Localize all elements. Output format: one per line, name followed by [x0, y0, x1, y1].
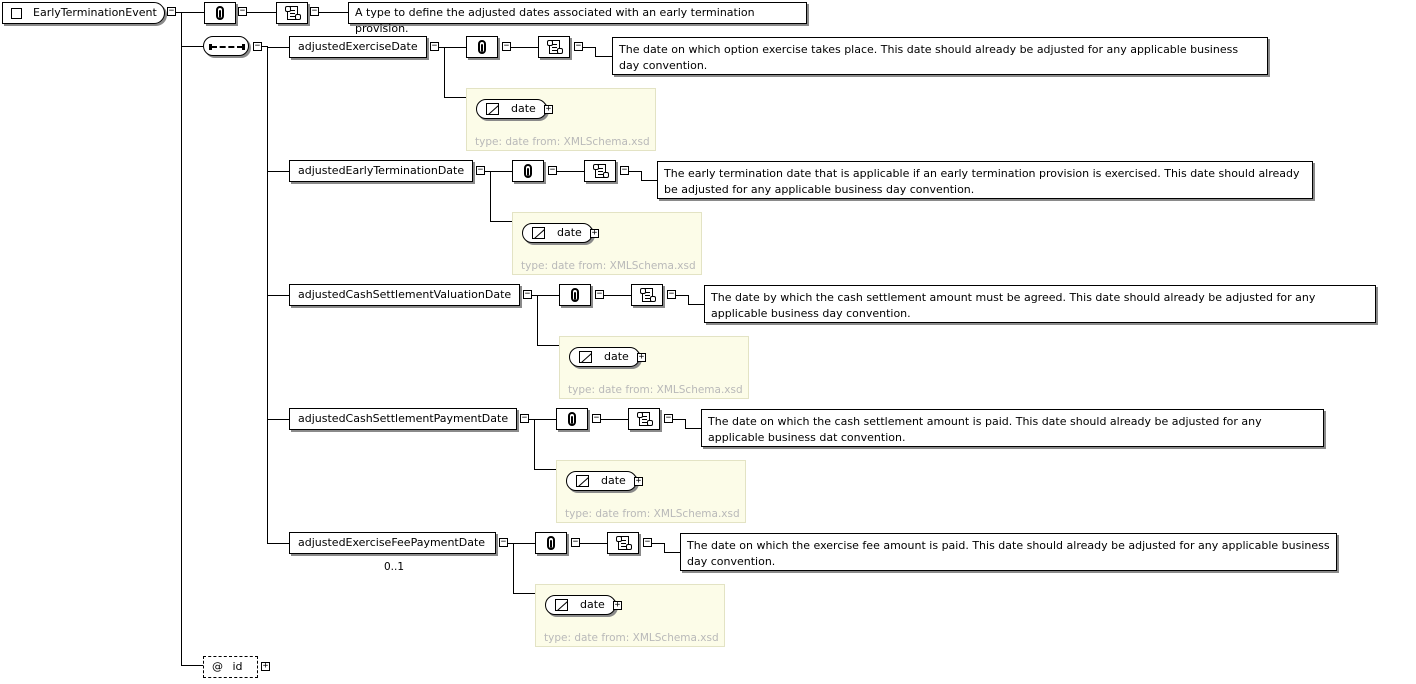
- paperclip-icon: [547, 536, 555, 550]
- annotation-toggle[interactable]: −: [571, 537, 580, 547]
- documentation-scroll-icon: [616, 536, 632, 550]
- root-element-label: EarlyTerminationEvent: [33, 6, 157, 19]
- type-pill[interactable]: date: [476, 99, 547, 119]
- element-documentation-text: The date on which the cash settlement am…: [701, 409, 1324, 447]
- type-expand-toggle[interactable]: +: [613, 600, 622, 610]
- documentation-scroll-icon: [285, 6, 301, 20]
- documentation-toggle[interactable]: −: [574, 41, 583, 51]
- attribute-expand-toggle[interactable]: +: [261, 661, 270, 671]
- root-documentation-box[interactable]: [276, 2, 308, 24]
- documentation-box[interactable]: [631, 284, 663, 306]
- type-name: date: [580, 598, 605, 611]
- documentation-toggle[interactable]: −: [620, 165, 629, 175]
- paperclip-icon: [216, 6, 224, 20]
- documentation-box[interactable]: [584, 160, 616, 182]
- root-element-EarlyTerminationEvent[interactable]: EarlyTerminationEvent: [2, 2, 165, 24]
- type-name: date: [511, 102, 536, 115]
- type-expand-toggle[interactable]: +: [590, 228, 599, 238]
- element-collapse-toggle[interactable]: −: [523, 289, 532, 299]
- documentation-box[interactable]: [538, 36, 570, 58]
- element-collapse-toggle[interactable]: −: [499, 537, 508, 547]
- element-documentation-text: The date on which the exercise fee amoun…: [680, 533, 1337, 571]
- paperclip-icon: [571, 288, 579, 302]
- annotation-toggle[interactable]: −: [548, 165, 557, 175]
- paperclip-icon: [478, 40, 486, 54]
- paperclip-icon: [524, 164, 532, 178]
- root-collapse-toggle[interactable]: −: [167, 6, 176, 16]
- type-expand-toggle[interactable]: +: [634, 476, 643, 486]
- type-name: date: [601, 474, 626, 487]
- element-label: adjustedCashSettlementPaymentDate: [298, 412, 509, 425]
- type-pill[interactable]: date: [545, 595, 616, 615]
- annotation-box[interactable]: [535, 532, 567, 554]
- documentation-scroll-icon: [547, 40, 563, 54]
- type-source-label: type: date from: XMLSchema.xsd: [568, 384, 743, 396]
- attribute-label: id: [232, 660, 243, 673]
- root-documentation-text: A type to define the adjusted dates asso…: [348, 2, 807, 35]
- sequence-collapse-toggle[interactable]: −: [253, 41, 262, 51]
- type-source-label: type: date from: XMLSchema.xsd: [475, 136, 650, 148]
- type-source-label: type: date from: XMLSchema.xsd: [544, 632, 719, 644]
- type-source-label: type: date from: XMLSchema.xsd: [565, 508, 740, 520]
- annotation-toggle[interactable]: −: [592, 413, 601, 423]
- element-adjustedExerciseDate[interactable]: adjustedExerciseDate: [289, 36, 427, 58]
- root-annotation-box[interactable]: [204, 2, 236, 24]
- element-documentation-text: The date by which the cash settlement am…: [704, 285, 1376, 323]
- type-name: date: [604, 350, 629, 363]
- documentation-toggle[interactable]: −: [664, 413, 673, 423]
- documentation-scroll-icon: [593, 164, 609, 178]
- element-collapse-toggle[interactable]: −: [520, 413, 529, 423]
- type-info-box: date + type: date from: XMLSchema.xsd: [556, 460, 746, 523]
- annotation-box[interactable]: [466, 36, 498, 58]
- annotation-box[interactable]: [556, 408, 588, 430]
- annotation-toggle[interactable]: −: [502, 41, 511, 51]
- annotation-box[interactable]: [512, 160, 544, 182]
- root-checkbox-icon: [11, 8, 22, 19]
- element-collapse-toggle[interactable]: −: [476, 165, 485, 175]
- type-info-box: date + type: date from: XMLSchema.xsd: [535, 584, 725, 647]
- documentation-toggle[interactable]: −: [667, 289, 676, 299]
- simple-type-icon: [576, 475, 589, 487]
- occurrence-label: 0..1: [384, 561, 405, 573]
- element-adjustedExerciseFeePaymentDate[interactable]: adjustedExerciseFeePaymentDate: [289, 532, 496, 554]
- sequence-compositor[interactable]: [203, 36, 249, 56]
- element-adjustedCashSettlementValuationDate[interactable]: adjustedCashSettlementValuationDate: [289, 284, 520, 306]
- type-pill[interactable]: date: [569, 347, 640, 367]
- element-label: adjustedExerciseDate: [298, 40, 418, 53]
- element-adjustedCashSettlementPaymentDate[interactable]: adjustedCashSettlementPaymentDate: [289, 408, 517, 430]
- type-name: date: [557, 226, 582, 239]
- root-annotation-toggle[interactable]: −: [238, 6, 247, 16]
- type-info-box: date + type: date from: XMLSchema.xsd: [512, 212, 702, 275]
- paperclip-icon: [568, 412, 576, 426]
- element-label: adjustedEarlyTerminationDate: [298, 164, 465, 177]
- type-expand-toggle[interactable]: +: [637, 352, 646, 362]
- type-pill[interactable]: date: [566, 471, 637, 491]
- type-pill[interactable]: date: [522, 223, 593, 243]
- element-collapse-toggle[interactable]: −: [430, 41, 439, 51]
- sequence-icon: [209, 44, 245, 50]
- attribute-at-icon: @: [212, 660, 223, 673]
- element-label: adjustedCashSettlementValuationDate: [298, 288, 512, 301]
- simple-type-icon: [532, 227, 545, 239]
- documentation-box[interactable]: [628, 408, 660, 430]
- type-info-box: date + type: date from: XMLSchema.xsd: [466, 88, 656, 151]
- documentation-box[interactable]: [607, 532, 639, 554]
- type-expand-toggle[interactable]: +: [544, 104, 553, 114]
- simple-type-icon: [555, 599, 568, 611]
- type-info-box: date + type: date from: XMLSchema.xsd: [559, 336, 749, 399]
- root-documentation-toggle[interactable]: −: [310, 6, 319, 16]
- element-documentation-text: The early termination date that is appli…: [657, 161, 1313, 199]
- element-adjustedEarlyTerminationDate[interactable]: adjustedEarlyTerminationDate: [289, 160, 473, 182]
- documentation-scroll-icon: [637, 412, 653, 426]
- annotation-box[interactable]: [559, 284, 591, 306]
- element-label: adjustedExerciseFeePaymentDate: [298, 536, 486, 549]
- attribute-id[interactable]: @ id: [203, 656, 258, 678]
- element-documentation-text: The date on which option exercise takes …: [612, 37, 1268, 75]
- documentation-toggle[interactable]: −: [643, 537, 652, 547]
- type-source-label: type: date from: XMLSchema.xsd: [521, 260, 696, 272]
- annotation-toggle[interactable]: −: [595, 289, 604, 299]
- documentation-scroll-icon: [640, 288, 656, 302]
- simple-type-icon: [579, 351, 592, 363]
- simple-type-icon: [486, 103, 499, 115]
